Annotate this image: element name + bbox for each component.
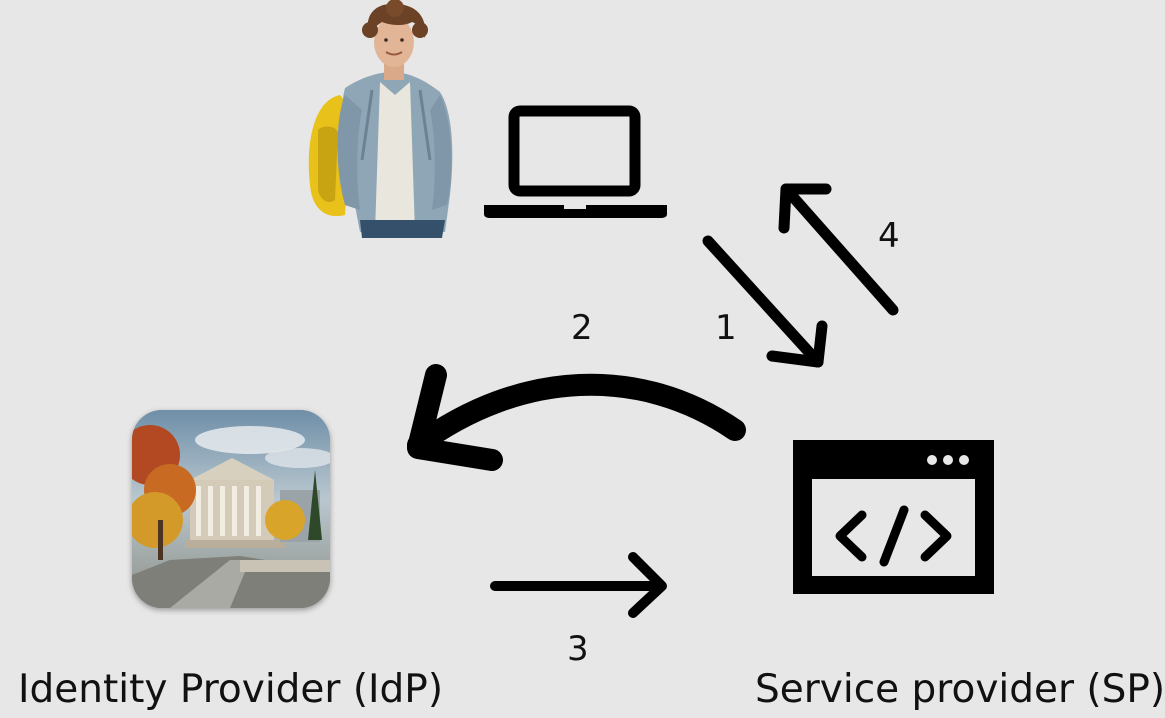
arrow-step-2 [407,364,746,471]
sp-label: Service provider (SP) [755,667,1165,712]
university-building-app-icon [132,410,330,608]
arrow-step-1 [702,235,828,368]
step-2-label: 2 [571,308,593,348]
step-3-label: 3 [567,629,589,669]
step-4-label: 4 [878,216,900,256]
laptop-icon [484,105,667,218]
arrow-step-4 [778,183,899,316]
step-1-label: 1 [715,308,737,348]
student-photo [308,0,453,238]
code-window-icon [793,440,994,594]
arrow-step-3 [490,552,667,618]
idp-label: Identity Provider (IdP) [18,667,444,712]
